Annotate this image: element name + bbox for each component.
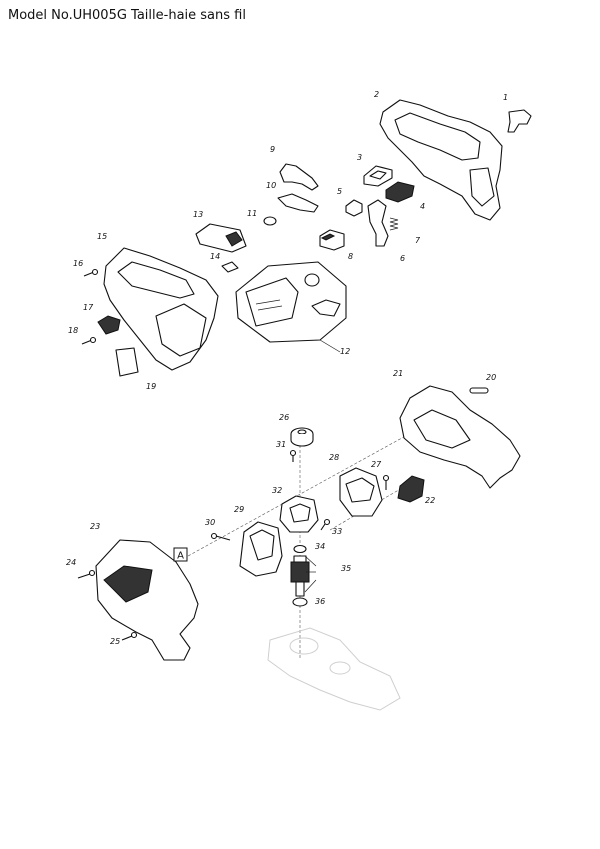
page-title: Model No.UH005G Taille-haie sans fil xyxy=(8,8,246,23)
callout-13: 13 xyxy=(193,210,203,219)
callout-23: 23 xyxy=(90,522,100,531)
callout-6: 6 xyxy=(400,254,405,263)
callout-3: 3 xyxy=(357,153,362,162)
part-8-switch xyxy=(319,229,345,251)
callout-24: 24 xyxy=(66,558,76,567)
part-24-screw xyxy=(77,569,96,579)
reference-tag-a: A xyxy=(173,547,188,562)
callout-4: 4 xyxy=(420,202,425,211)
ghost-gear-plate xyxy=(267,627,401,711)
callout-15: 15 xyxy=(97,232,107,241)
callout-16: 16 xyxy=(73,259,83,268)
part-10-link xyxy=(277,193,319,213)
callout-28: 28 xyxy=(329,453,339,462)
callout-26: 26 xyxy=(279,413,289,422)
callout-10: 10 xyxy=(266,181,276,190)
callout-7: 7 xyxy=(415,236,421,245)
part-19-label xyxy=(115,347,139,377)
part-9-trigger xyxy=(279,163,319,191)
svg-text:A: A xyxy=(177,551,184,562)
callout-20: 20 xyxy=(486,373,496,382)
part-4-button xyxy=(385,181,415,203)
part-7-spring xyxy=(389,217,399,231)
callout-9: 9 xyxy=(270,145,275,154)
part-6-lever-arm xyxy=(367,199,389,247)
callout-21: 21 xyxy=(393,369,403,378)
callout-17: 17 xyxy=(83,303,94,312)
callout-32: 32 xyxy=(272,486,282,495)
callout-33: 33 xyxy=(332,527,342,536)
part-2-upper-housing xyxy=(379,99,503,221)
part-3-button xyxy=(363,165,393,187)
part-35-rotor xyxy=(290,555,317,597)
part-18-screw xyxy=(81,336,97,345)
callout-27: 27 xyxy=(371,460,382,469)
part-30-screw xyxy=(210,532,231,541)
part-22-cover xyxy=(397,475,425,503)
part-15-handle-housing xyxy=(103,247,219,371)
part-32-stator xyxy=(279,495,319,533)
callout-34: 34 xyxy=(315,542,325,551)
callout-31: 31 xyxy=(276,440,286,449)
callout-5: 5 xyxy=(337,187,342,196)
part-13-controller xyxy=(195,223,247,253)
callout-12: 12 xyxy=(340,347,350,356)
callout-25: 25 xyxy=(110,637,120,646)
callout-14: 14 xyxy=(210,252,220,261)
part-16-screw xyxy=(83,268,99,277)
part-12-kit-group xyxy=(235,261,347,353)
callout-2: 2 xyxy=(374,90,379,99)
part-26-bearing xyxy=(290,427,314,447)
callout-29: 29 xyxy=(234,505,244,514)
part-34-bearing xyxy=(293,544,307,554)
callout-labels: 1234567891011121314151617181920212223242… xyxy=(66,90,508,646)
callout-22: 22 xyxy=(425,496,435,505)
part-1-lever xyxy=(507,109,532,133)
part-25-screw xyxy=(121,631,138,641)
callout-35: 35 xyxy=(341,564,351,573)
part-31-screw xyxy=(289,449,297,462)
part-36-bearing xyxy=(292,597,308,607)
alignment-line xyxy=(187,427,421,557)
callout-8: 8 xyxy=(348,252,353,261)
part-21-motor-housing xyxy=(399,385,521,489)
part-27-screw xyxy=(382,474,390,490)
part-20-pin xyxy=(469,387,489,394)
callout-30: 30 xyxy=(205,518,215,527)
part-14-label xyxy=(221,261,239,273)
part-17-button xyxy=(97,315,121,335)
callout-1: 1 xyxy=(503,93,508,102)
part-29-fan-housing xyxy=(239,521,283,577)
part-5-block xyxy=(345,199,363,217)
part-23-front-cover xyxy=(95,539,199,661)
part-28-bracket xyxy=(339,467,383,517)
callout-36: 36 xyxy=(315,597,325,606)
callout-11: 11 xyxy=(247,209,257,218)
part-33-screw xyxy=(320,518,331,531)
callout-18: 18 xyxy=(68,326,78,335)
part-11-ring xyxy=(263,216,277,226)
callout-19: 19 xyxy=(146,382,156,391)
